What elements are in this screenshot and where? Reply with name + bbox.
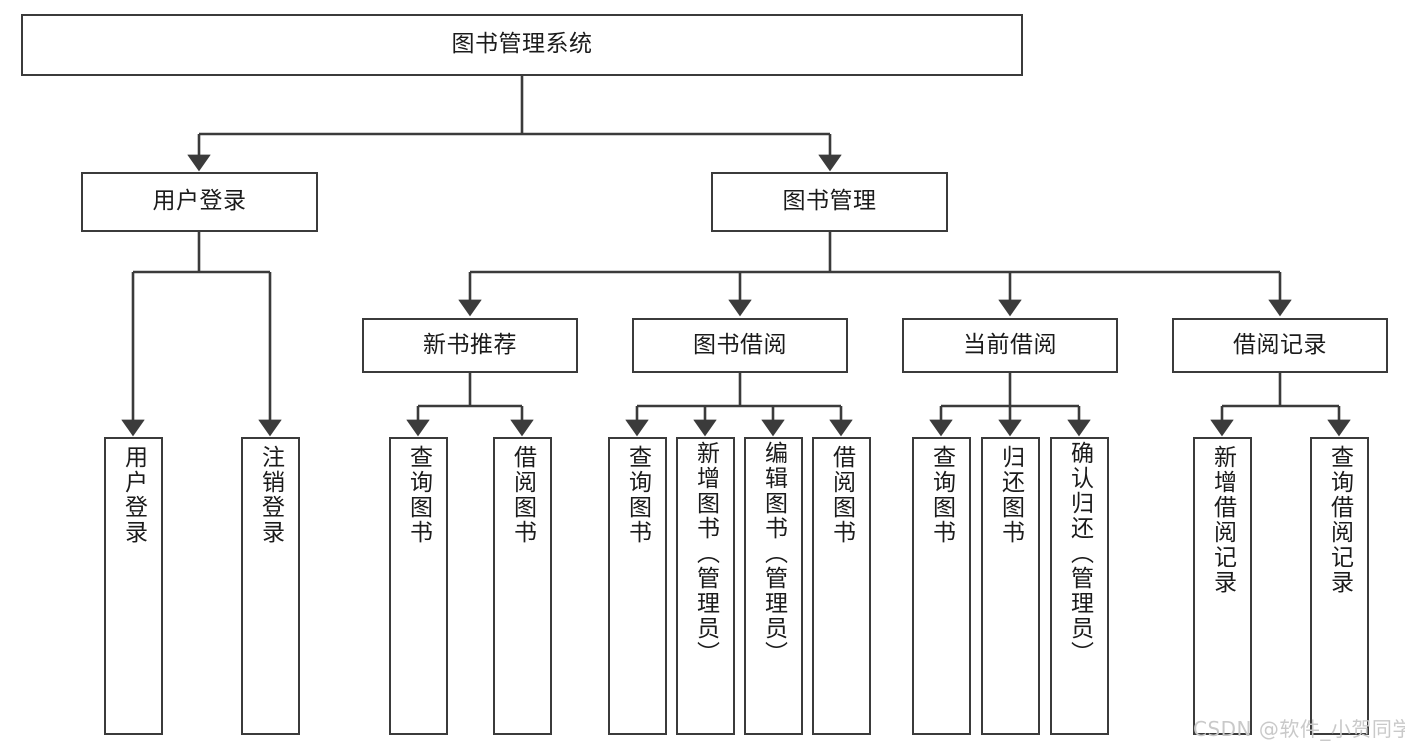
node-label: 查询借阅记录 (1326, 445, 1353, 595)
csdn-watermark: CSDN @软件_小贺同学 (1193, 717, 1405, 741)
leaf-new-book-borrow-book[interactable]: 借阅图书 (493, 437, 552, 735)
node-label: 确认归还（管理员） (1066, 441, 1093, 666)
node-label: 编辑图书（管理员） (760, 441, 787, 666)
node-label: 新增图书（管理员） (692, 441, 719, 666)
leaf-book-borrow-borrow-book[interactable]: 借阅图书 (812, 437, 871, 735)
leaf-user-login-logout[interactable]: 注销登录 (241, 437, 300, 735)
node-label: 用户登录 (120, 445, 147, 545)
leaf-borrow-record-query-record[interactable]: 查询借阅记录 (1310, 437, 1369, 735)
node-current-borrow[interactable]: 当前借阅 (902, 318, 1118, 373)
node-root-book-management-system[interactable]: 图书管理系统 (21, 14, 1023, 76)
leaf-book-borrow-query-book[interactable]: 查询图书 (608, 437, 667, 735)
leaf-book-borrow-add-book-admin[interactable]: 新增图书（管理员） (676, 437, 735, 735)
leaf-current-borrow-query-book[interactable]: 查询图书 (912, 437, 971, 735)
leaf-user-login-login[interactable]: 用户登录 (104, 437, 163, 735)
node-borrow-record[interactable]: 借阅记录 (1172, 318, 1388, 373)
node-label: 查询图书 (624, 445, 651, 545)
leaf-new-book-query-book[interactable]: 查询图书 (389, 437, 448, 735)
node-label: 新书推荐 (423, 331, 517, 358)
leaf-current-borrow-confirm-return-admin[interactable]: 确认归还（管理员） (1050, 437, 1109, 735)
node-label: 图书管理系统 (451, 31, 593, 58)
node-label: 注销登录 (257, 445, 284, 545)
node-label: 借阅记录 (1233, 331, 1327, 358)
leaf-borrow-record-add-record[interactable]: 新增借阅记录 (1193, 437, 1252, 735)
node-label: 用户登录 (152, 188, 247, 215)
node-label: 查询图书 (928, 445, 955, 545)
leaf-current-borrow-return-book[interactable]: 归还图书 (981, 437, 1040, 735)
node-label: 归还图书 (997, 445, 1024, 545)
leaf-book-borrow-edit-book-admin[interactable]: 编辑图书（管理员） (744, 437, 803, 735)
node-label: 借阅图书 (828, 445, 855, 545)
node-label: 当前借阅 (963, 331, 1057, 358)
node-label: 新增借阅记录 (1209, 445, 1236, 595)
node-label: 借阅图书 (509, 445, 536, 545)
node-book-management[interactable]: 图书管理 (711, 172, 948, 232)
node-user-login[interactable]: 用户登录 (81, 172, 318, 232)
node-label: 查询图书 (405, 445, 432, 545)
node-book-borrow[interactable]: 图书借阅 (632, 318, 848, 373)
node-label: 图书借阅 (693, 331, 787, 358)
node-new-book-recommend[interactable]: 新书推荐 (362, 318, 578, 373)
node-label: 图书管理 (782, 188, 877, 215)
